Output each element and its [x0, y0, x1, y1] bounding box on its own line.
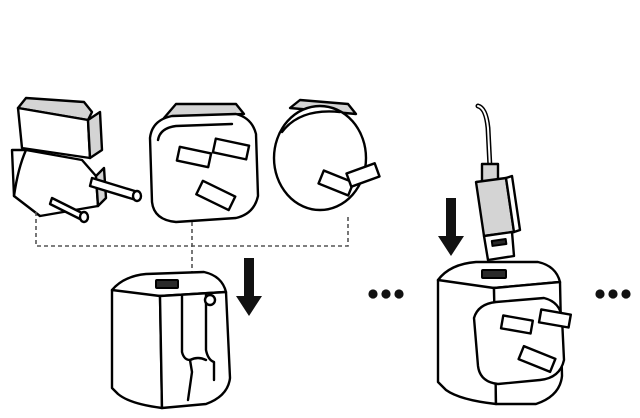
down-arrow-icon	[438, 198, 464, 256]
eu-plug-adapter-icon	[10, 96, 143, 224]
usb-cable-icon	[474, 103, 522, 262]
usb-power-adapter-base-icon	[110, 270, 232, 410]
down-arrow-icon	[236, 258, 262, 316]
ellipsis-icon	[368, 289, 404, 299]
usb-power-adapter-with-uk-plug-icon	[436, 260, 573, 406]
ellipsis-icon	[595, 289, 631, 299]
au-plug-adapter-icon	[272, 98, 381, 212]
uk-plug-adapter-icon	[148, 102, 260, 224]
